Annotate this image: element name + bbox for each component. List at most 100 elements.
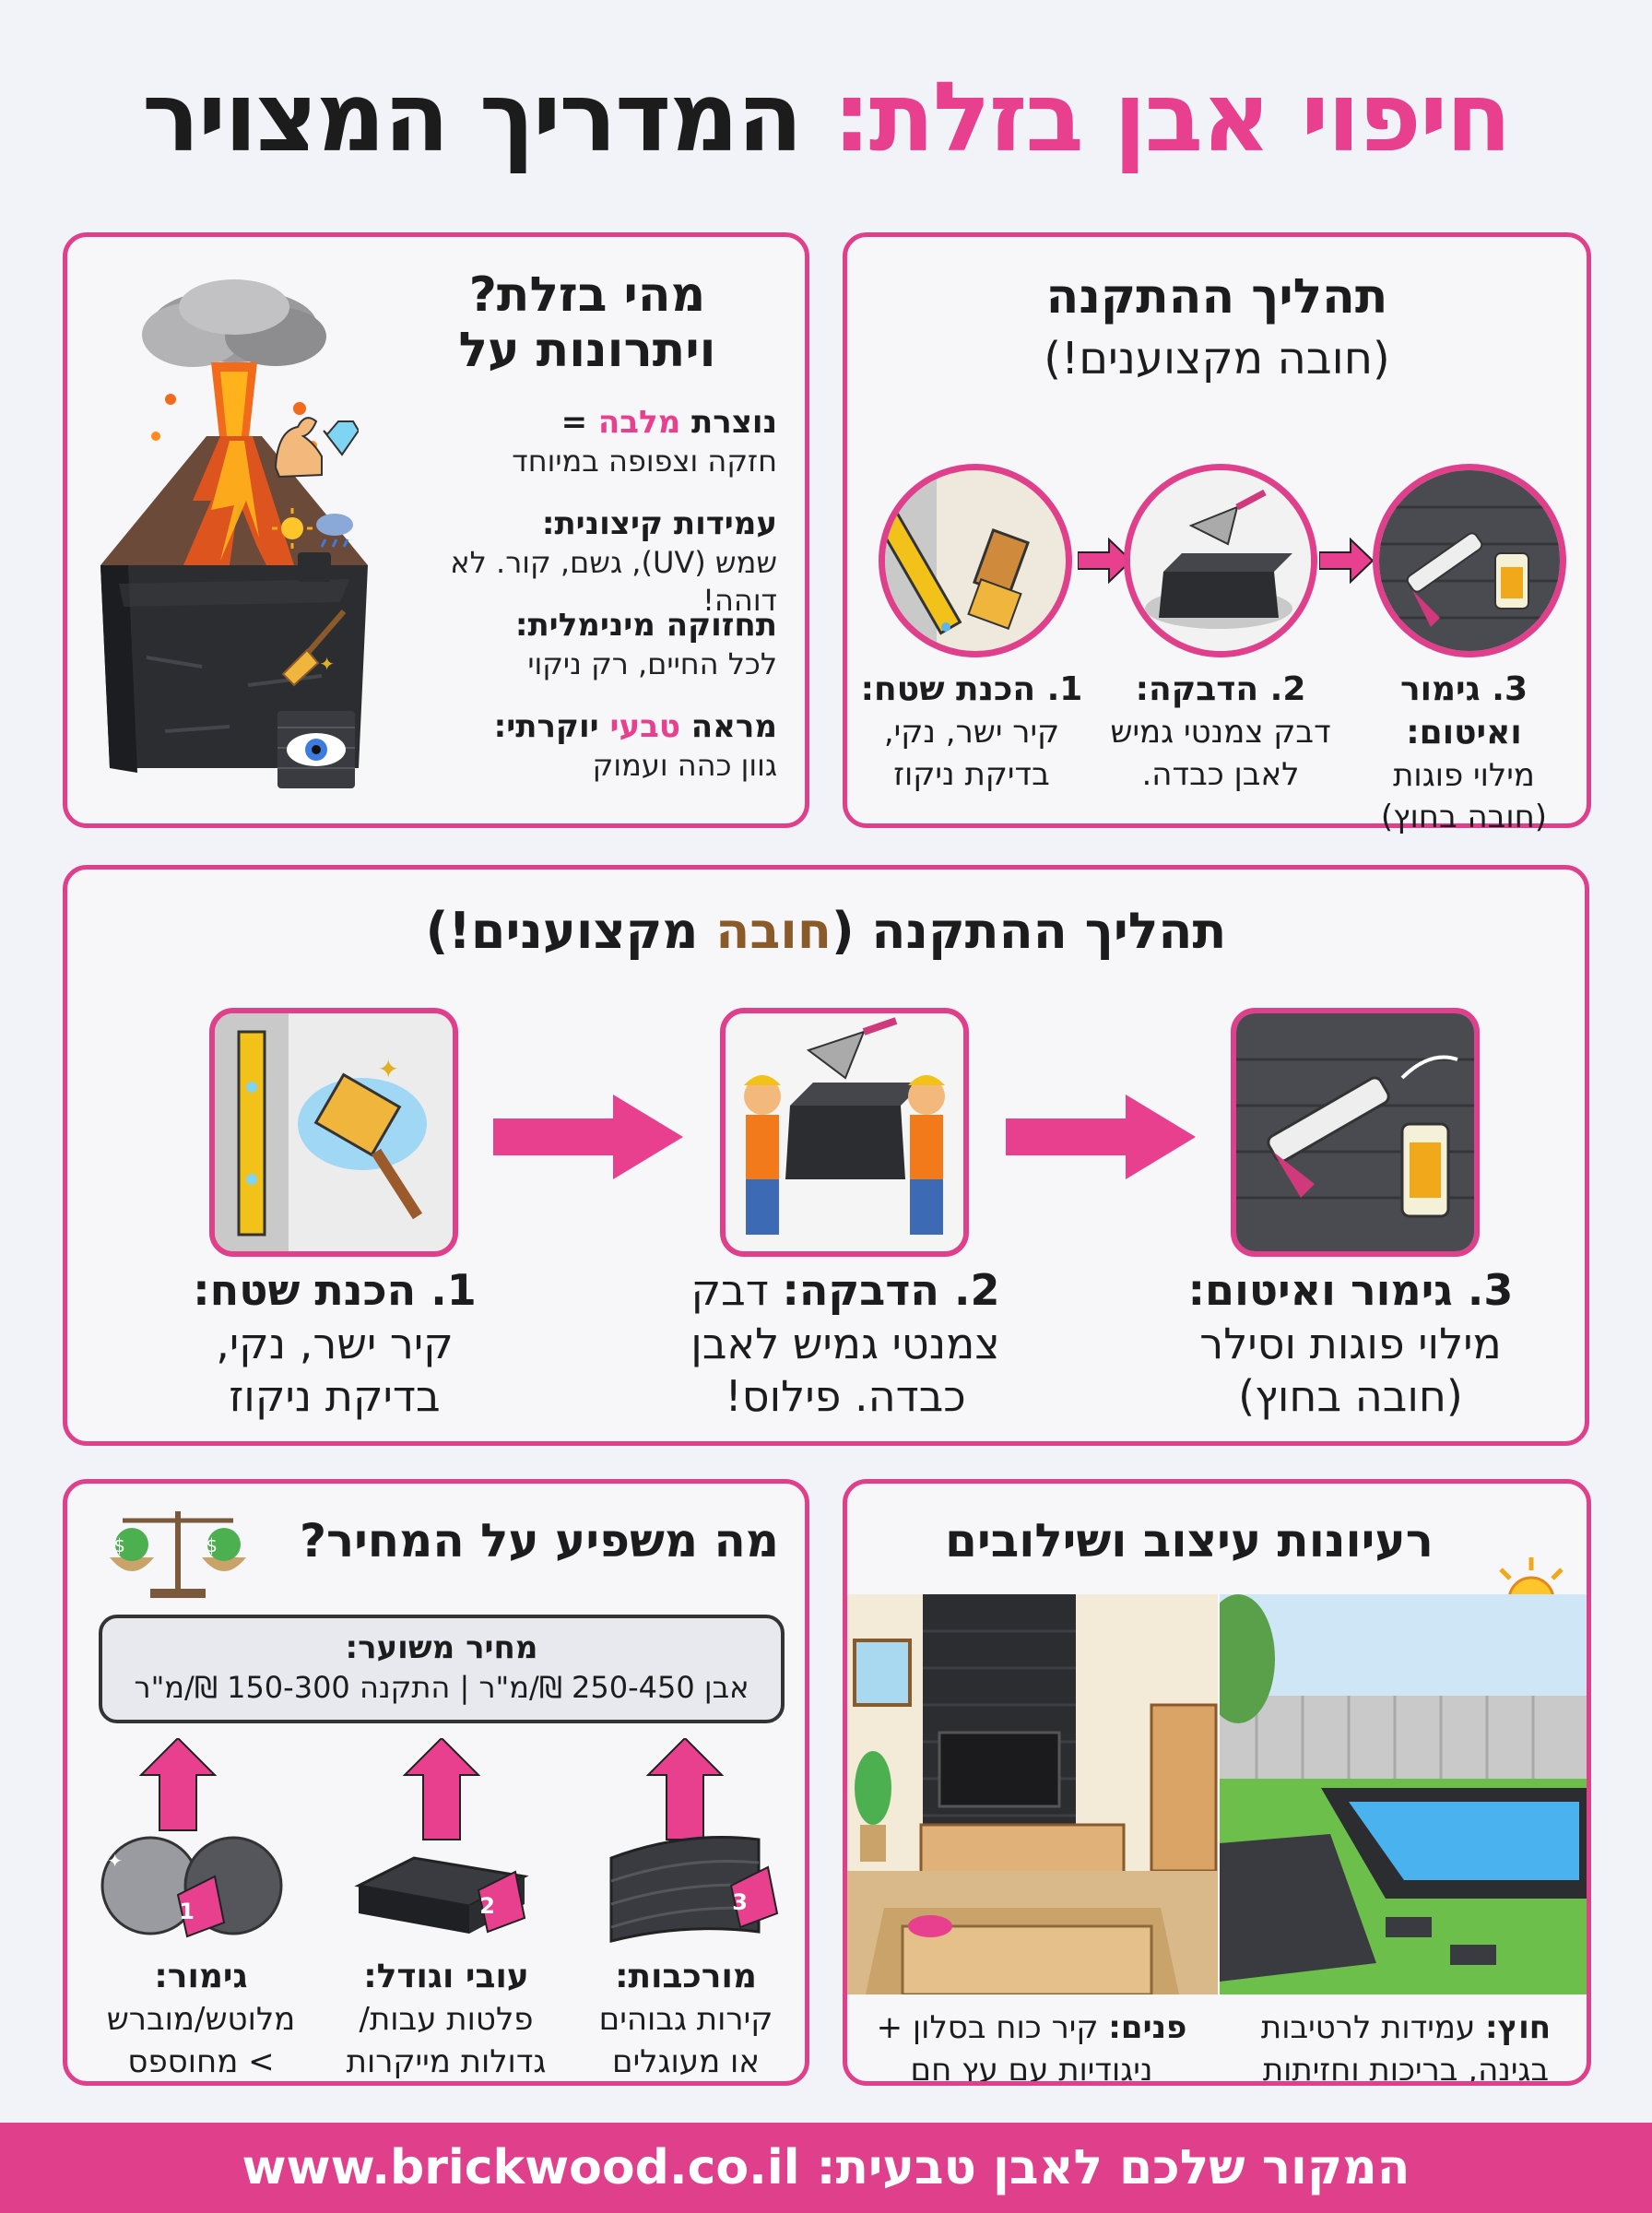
process-small-subheading: (חובה מקצוענים!) [1044,333,1390,385]
step-desc: קיר ישר, נקי, [883,713,1060,751]
svg-text:✦: ✦ [378,1054,399,1084]
step-caption: 1. הכנת שטח: קיר ישר, נקי, בדיקת ניקוז [847,669,1096,797]
step-desc: (חובה בחוץ) [1238,1371,1463,1421]
scale-money-icon: $$ [104,1502,252,1604]
process-big-panel: תהליך ההתקנה (חובה מקצוענים!) ✦ 1. הכנת … [63,865,1589,1446]
step-finish-image [1373,464,1566,657]
factor-thickness-image: 2 [340,1738,543,1950]
factor-title: מורכבות: [615,1958,757,1995]
about-heading-line1: מהי בזלת? [468,267,706,323]
feature-title: מראה טבעי יוקרתי: [493,708,777,745]
factor-tag: 2 [479,1893,495,1919]
price-box-title: מחיר משוער: [345,1629,538,1666]
step-prep-image [879,464,1072,657]
about-heading-line2: ויתרונות על [458,322,716,378]
design-heading: רעיונות עיצוב ושילובים [945,1514,1434,1568]
price-panel: מה משפיע על המחיר? $$ מחיר משוער: אבן 25… [63,1479,809,2086]
weather-icon [270,504,359,587]
step-caption: 2. הדבקה: דבק צמנטי גמיש לאבן כבדה. פילו… [679,1264,1011,1424]
factor-title: עובי וגודל: [363,1958,529,1995]
arrow-icon [1006,1091,1199,1183]
step-desc: מילוי פוגות וסילר [1199,1318,1502,1368]
factor-desc: או מעוגלים [612,2042,760,2080]
svg-text:✦: ✦ [319,653,335,675]
price-estimate-box: מחיר משוער: אבן 250-450 ₪/מ"ר | התקנה 15… [99,1615,785,1723]
factor-title: גימור: [154,1958,248,1995]
step-desc: מילוי פוגות [1393,756,1535,794]
step-desc: קיר ישר, נקי, [216,1318,454,1368]
step-caption: 2. הדבקה: דבק צמנטי גמיש לאבן כבדה. [1096,669,1345,797]
step-desc: (חובה בחוץ) [1380,799,1548,836]
step-adhesive-image [1124,464,1317,657]
factor-complexity-image: 3 [593,1738,796,1950]
feature-item: מראה טבעי יוקרתי: גוון כהה ועמוק [277,707,777,788]
process-small-heading: תהליך ההתקנה [1045,269,1388,325]
design-panel: רעיונות עיצוב ושילובים פנים: קיר כוח בסל… [843,1479,1591,2086]
step-title: 2. הדבקה: [1135,670,1306,708]
factor-desc: > מחוספס [127,2042,275,2080]
step-desc: דבק [690,1265,769,1315]
features-list: נוצרת מלבה = חזקה וצפופה במיוחד עמידות ק… [261,403,777,809]
step-finish-image [1231,1008,1480,1257]
arrow-icon [1078,538,1133,584]
price-heading: מה משפיע על המחיר? [299,1514,779,1568]
indoor-caption: פנים: קיר כוח בסלון + ניגודיות עם עץ חם [856,2007,1207,2086]
step-title: 3. גימור ואיטום: [1399,670,1528,751]
muscle-diamond-icon [270,403,359,486]
outdoor-caption: חוץ: עמידות לרטיבות בגינה, בריכות וחזיתו… [1225,2007,1587,2086]
step-desc: בדיקת ניקוז [229,1371,441,1421]
about-basalt-panel: מהי בזלת? ויתרונות על נוצרת מלבה = [63,232,809,828]
feature-title: עמידות קיצונית: [541,505,777,542]
footer-url-link[interactable]: www.brickwood.co.il [242,2140,800,2195]
process-big-heading: תהליך ההתקנה (חובה מקצוענים!) [425,902,1227,960]
feature-desc: גוון כהה ועמוק [592,747,777,783]
outdoor-desc: בגינה, בריכות וחזיתות [1262,2051,1550,2086]
outdoor-pool-image [1220,1594,1587,1994]
feature-desc: חזקה וצפופה במיוחד [512,443,777,479]
title-black-part: המדריך המצויר [142,61,803,173]
feature-desc: שמש (UV), גשם, קור. לא דוהה! [450,544,777,619]
footer-label: המקור שלכם לאבן טבעית: [816,2140,1410,2195]
about-heading: מהי בזלת? ויתרונות על [403,267,772,379]
factor-desc: קירות גבוהים [598,2000,773,2038]
step-prep-image: ✦ [209,1008,458,1257]
outdoor-desc: עמידות לרטיבות [1260,2009,1476,2046]
feature-item: נוצרת מלבה = חזקה וצפופה במיוחד [274,403,777,480]
feature-item: תחזוקה מינימלית: לכל החיים, רק ניקוי ✦ [281,606,777,687]
step-caption: 1. הכנת שטח: קיר ישר, נקי, בדיקת ניקוז [178,1264,491,1424]
title-pink-part: חיפוי אבן בזלת: [832,61,1512,173]
feature-item: עמידות קיצונית: שמש (UV), גשם, קור. לא ד… [272,504,777,621]
step-desc: בדיקת ניקוז [893,755,1050,793]
step-desc: לאבן כבדה. [1141,755,1300,793]
factor-tag: 1 [179,1899,195,1924]
process-small-panel: תהליך ההתקנה (חובה מקצוענים!) 1. הכנת שט… [843,232,1591,835]
factor-desc: פלטות עבות/ [359,2000,534,2038]
factor-desc: גדולות מייקרות [346,2042,547,2080]
indoor-desc: קיר כוח בסלון + [876,2009,1099,2046]
arrow-icon [1319,538,1375,584]
indoor-desc: ניגודיות עם עץ חם [910,2051,1153,2086]
factor-finish-image: ✦1 [95,1738,298,1950]
feature-desc: לכל החיים, רק ניקוי [527,645,777,681]
indoor-living-room-image [847,1594,1218,1994]
price-box-value: אבן 250-450 ₪/מ"ר | התקנה 150-300 ₪/מ"ר [134,1670,749,1705]
indoor-label: פנים: [1108,2009,1187,2046]
broom-icon: ✦ [270,606,359,689]
outdoor-label: חוץ: [1485,2009,1552,2046]
step-title: 3. גימור ואיטום: [1187,1265,1514,1315]
step-caption: 3. גימור ואיטום: מילוי פוגות וסילר (חובה… [1166,1264,1535,1424]
eye-wall-icon [270,707,359,790]
step-title: 2. הדבקה: [782,1265,1000,1315]
step-caption: 3. גימור ואיטום: מילוי פוגות (חובה בחוץ) [1339,669,1588,839]
factor-desc: מלוטש/מוברש [106,2000,296,2038]
page-title: חיפוי אבן בזלת: המדריך המצויר [0,65,1652,170]
svg-text:✦: ✦ [107,1850,123,1872]
step-desc: דבק צמנטי גמיש [1110,713,1331,751]
footer-bar: המקור שלכם לאבן טבעית: www.brickwood.co.… [0,2123,1652,2213]
factor-caption: גימור: מלוטש/מוברש > מחוספס [86,1956,316,2084]
factor-caption: עובי וגודל: פלטות עבות/ גדולות מייקרות [331,1956,561,2084]
feature-title: תחזוקה מינימלית: [514,607,777,644]
step-desc: צמנטי גמיש לאבן [690,1318,1000,1368]
factor-caption: מורכבות: קירות גבוהים או מעוגלים [571,1956,801,2084]
step-adhesive-image [720,1008,969,1257]
